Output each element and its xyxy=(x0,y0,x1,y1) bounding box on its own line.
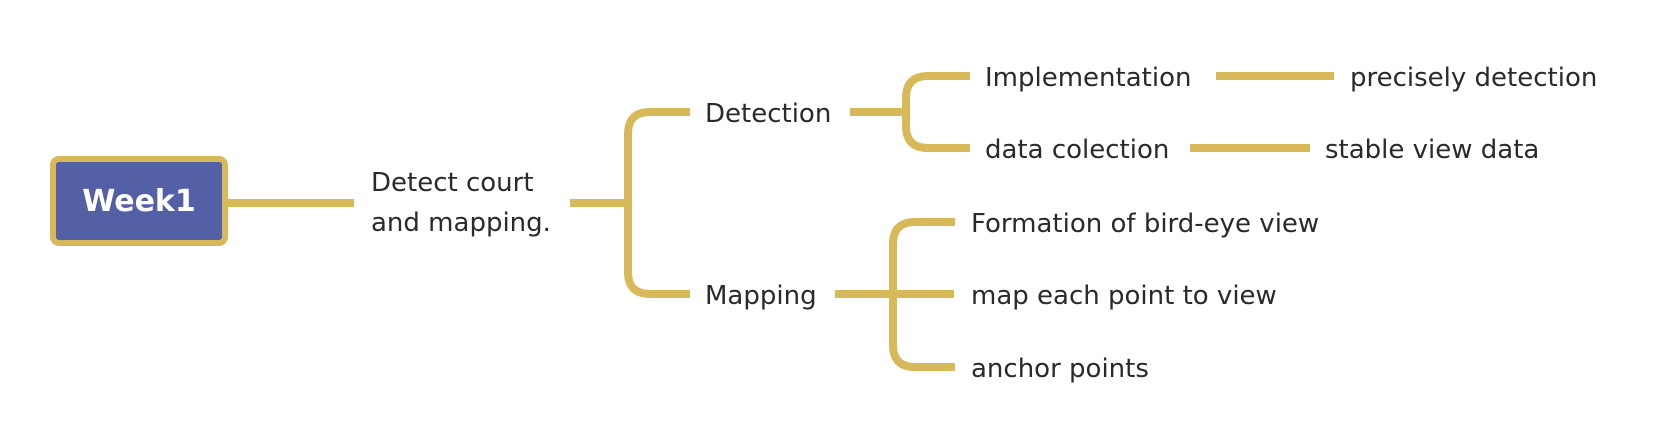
leaf-node-data-colection[interactable]: data colection xyxy=(985,135,1170,165)
connector-mapping-children xyxy=(835,218,955,371)
leaf-node-map-each-point[interactable]: map each point to view xyxy=(971,281,1277,311)
detail-node-precisely-detection[interactable]: precisely detection xyxy=(1350,63,1598,93)
leaf-node-anchor-points[interactable]: anchor points xyxy=(971,354,1149,384)
root-node-label: Week1 xyxy=(82,183,196,219)
topic-line-1: Detect court xyxy=(371,168,534,198)
leaf-node-bird-eye-view[interactable]: Formation of bird-eye view xyxy=(971,209,1320,239)
branch-node-detection[interactable]: Detection xyxy=(705,99,832,129)
root-node-week1[interactable]: Week1 xyxy=(50,156,228,246)
topic-line-2: and mapping. xyxy=(371,208,551,238)
connector-detection-children xyxy=(850,72,970,152)
topic-node[interactable]: Detect court and mapping. xyxy=(371,163,551,243)
detail-node-stable-view-data[interactable]: stable view data xyxy=(1325,135,1540,165)
branch-node-mapping[interactable]: Mapping xyxy=(705,281,817,311)
leaf-node-implementation[interactable]: Implementation xyxy=(985,63,1192,93)
connector-topic-branches xyxy=(570,108,690,298)
